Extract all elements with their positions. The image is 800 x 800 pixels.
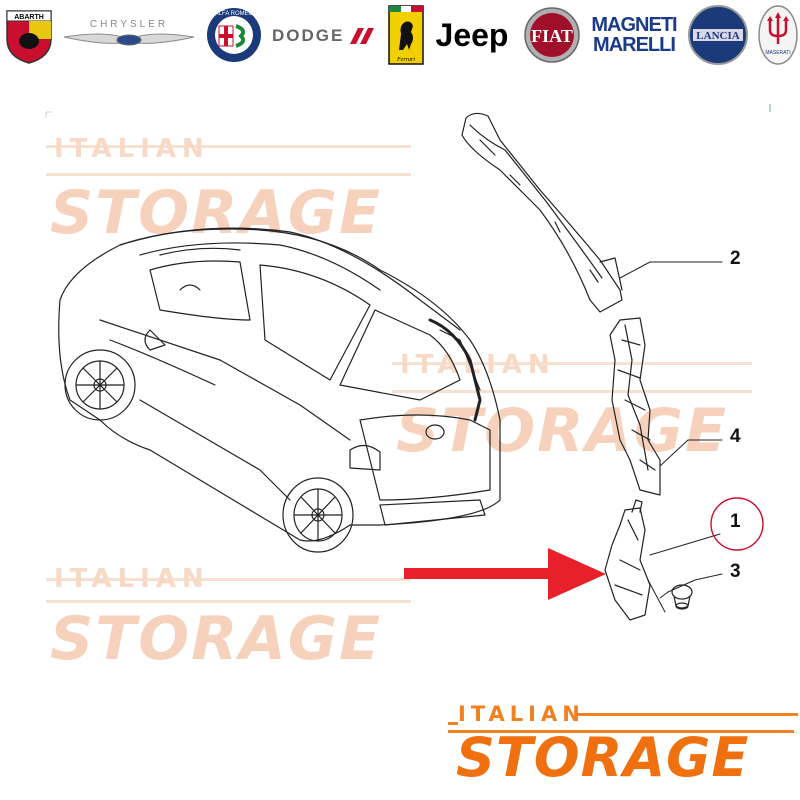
- magneti-text: MAGNETI: [591, 14, 677, 36]
- magneti-marelli-logo: MAGNETI MARELLI: [588, 4, 680, 66]
- jeep-wordmark: Jeep: [435, 16, 509, 53]
- watermark-storage: STORAGE: [50, 604, 383, 674]
- watermark-italian: ITALIAN: [54, 134, 210, 164]
- maserati-trident-icon: MASERATI: [758, 5, 798, 65]
- svg-text:CHRYSLER: CHRYSLER: [90, 19, 168, 30]
- alfa-romeo-badge-icon: ALFA ROMEO: [207, 8, 261, 62]
- watermark-rule: [46, 600, 411, 603]
- lancia-badge-icon: LANCIA: [688, 5, 748, 65]
- watermark-rule: [46, 173, 411, 176]
- part-3-clip: [671, 584, 693, 610]
- watermark-storage: STORAGE: [50, 178, 383, 248]
- watermark-rule: [46, 578, 411, 581]
- ferrari-logo: Ferrari: [386, 4, 426, 66]
- part-4-panel: [609, 317, 661, 496]
- part-1-bracket: [604, 499, 651, 621]
- logo-rule: [448, 722, 458, 725]
- watermark-rule: [46, 145, 411, 148]
- chrysler-wings-icon: CHRYSLER: [63, 19, 195, 46]
- svg-text:FIAT: FIAT: [531, 26, 573, 46]
- logo-italian: ITALIAN: [458, 702, 585, 726]
- abarth-shield-icon: ABARTH: [6, 10, 52, 64]
- lancia-logo: LANCIA: [686, 4, 750, 66]
- brand-logo-bar: ABARTH CHRYSLER ALFA ROMEO DODGE: [0, 0, 800, 72]
- logo-storage: STORAGE: [456, 726, 750, 789]
- car-illustration: [58, 227, 501, 553]
- marelli-text: MARELLI: [593, 34, 676, 56]
- jeep-logo: Jeep: [428, 4, 516, 66]
- svg-text:ABARTH: ABARTH: [14, 14, 44, 21]
- callout-2: 2: [730, 248, 741, 269]
- fiat-badge-icon: FIAT: [524, 7, 580, 63]
- svg-text:MASERATI: MASERATI: [765, 50, 790, 56]
- logo-rule: [448, 730, 794, 733]
- fiat-logo: FIAT: [522, 4, 582, 66]
- watermark-rule: [392, 390, 752, 393]
- dodge-wordmark-icon: DODGE: [272, 26, 374, 45]
- svg-text:Ferrari: Ferrari: [396, 57, 415, 63]
- watermark-storage: STORAGE: [396, 396, 729, 466]
- svg-text:ALFA ROMEO: ALFA ROMEO: [215, 11, 254, 17]
- abarth-logo: ABARTH: [2, 4, 56, 66]
- alfa-romeo-logo: ALFA ROMEO: [204, 4, 264, 66]
- maserati-logo: MASERATI: [756, 4, 800, 66]
- logo-rule: [576, 713, 798, 716]
- callout-1: 1: [730, 511, 741, 532]
- part-2-pillar: [461, 112, 623, 313]
- chrysler-logo: CHRYSLER: [62, 4, 196, 66]
- svg-text:DODGE: DODGE: [272, 26, 344, 45]
- ferrari-shield-icon: Ferrari: [388, 5, 424, 65]
- svg-text:LANCIA: LANCIA: [696, 30, 739, 42]
- dodge-logo: DODGE: [270, 4, 382, 66]
- callout-highlight-circle: [710, 497, 764, 551]
- watermark-italian: ITALIAN: [54, 564, 210, 594]
- italian-storage-logo: ITALIAN STORAGE: [448, 700, 800, 800]
- callout-3: 3: [730, 561, 741, 582]
- red-arrow-icon: [404, 548, 606, 600]
- watermark-rule: [392, 362, 752, 365]
- callout-4: 4: [730, 426, 741, 447]
